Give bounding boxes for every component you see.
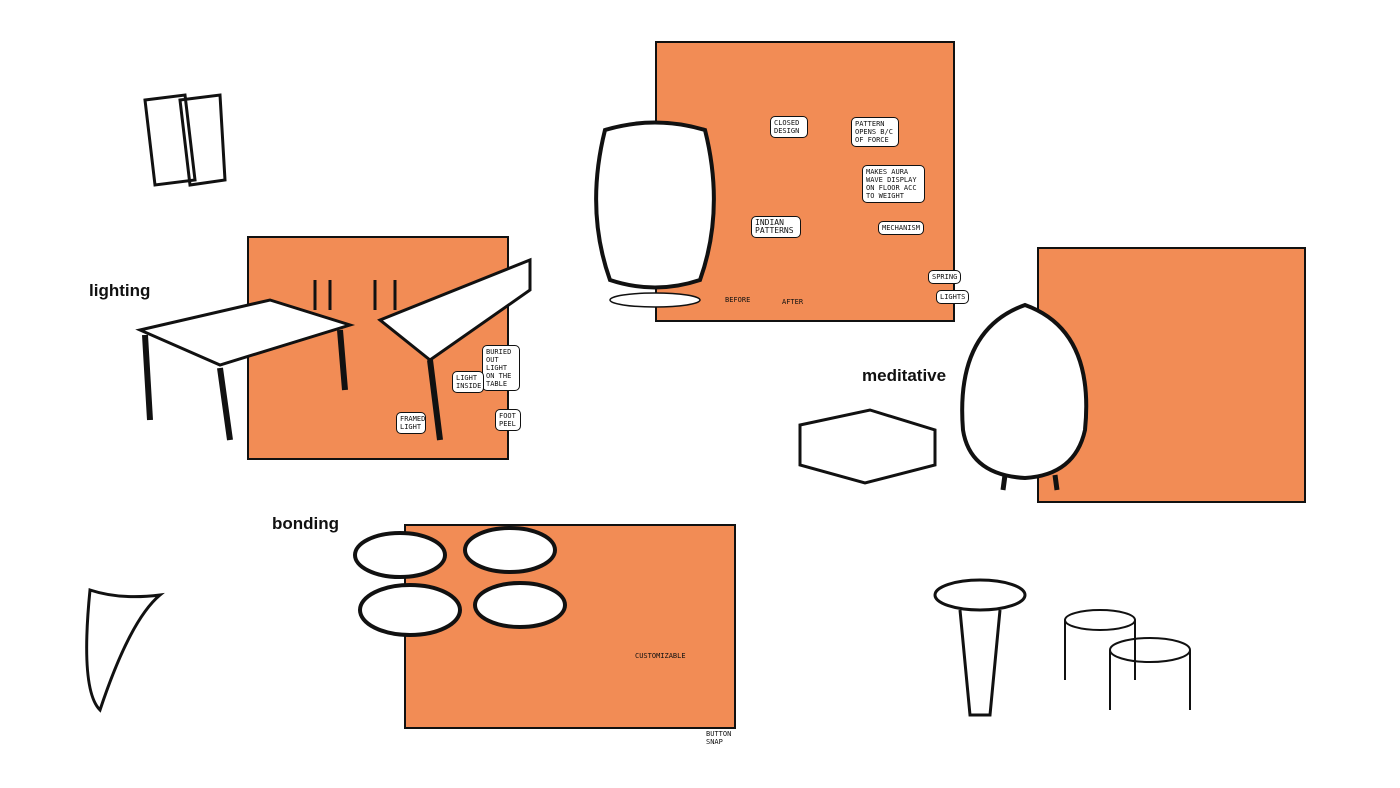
note-closed-design: Closed design bbox=[770, 116, 808, 138]
note-pattern-opens: Pattern opens b/c of force bbox=[851, 117, 899, 147]
note-indian-patterns: Indian patterns bbox=[751, 216, 801, 238]
mushroom-stool-sketch bbox=[933, 578, 1027, 717]
note-button-snap: Button snap bbox=[706, 730, 732, 746]
note-after: After bbox=[782, 298, 804, 306]
note-mechanism: Mechanism bbox=[878, 221, 924, 235]
note-spring: Spring bbox=[928, 270, 962, 284]
note-lights: Lights bbox=[936, 290, 970, 304]
layered-chair-sketch bbox=[143, 93, 227, 187]
note-customizable: Customizable bbox=[635, 652, 686, 660]
cylinder-seats-sketch bbox=[1064, 609, 1191, 710]
bonding-panel bbox=[404, 524, 736, 729]
lighting-panel bbox=[247, 236, 509, 460]
pouf-sketch bbox=[798, 408, 937, 485]
note-light-inside: Light inside bbox=[452, 371, 484, 393]
stool-lamp-sketch bbox=[594, 120, 716, 308]
note-before: Before bbox=[725, 296, 751, 304]
note-aura-wave: Makes aura wave display on floor acc to … bbox=[862, 165, 925, 203]
note-buried-light: Buried out light on the table bbox=[482, 345, 520, 391]
horn-lamp-sketch bbox=[85, 587, 165, 713]
egg-chair-sketch bbox=[960, 302, 1089, 491]
label-lighting: lighting bbox=[89, 281, 151, 300]
note-foot-peel: Foot peel bbox=[495, 409, 521, 431]
note-framed-light: Framed light bbox=[396, 412, 426, 434]
table-sketch bbox=[135, 257, 532, 441]
bonding-pads-sketch bbox=[353, 526, 567, 637]
label-bonding: bonding bbox=[272, 514, 340, 533]
label-meditative: meditative bbox=[862, 366, 947, 385]
